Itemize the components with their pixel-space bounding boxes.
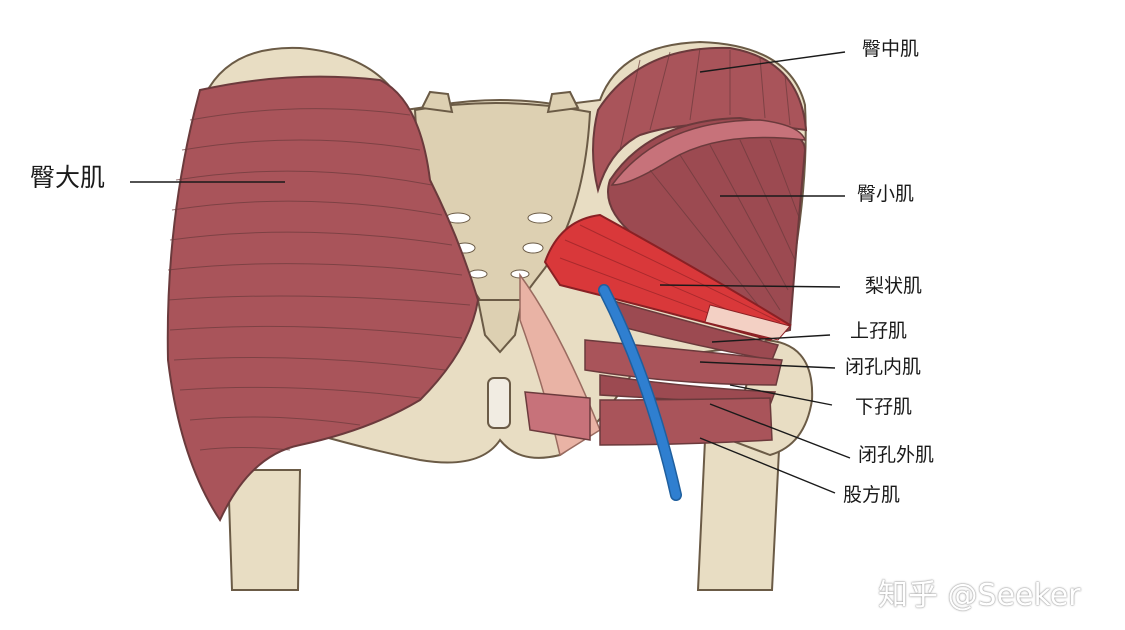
- leader-gluteus-medius: [699, 51, 846, 73]
- label-quadratus-femoris: 股方肌: [843, 484, 901, 506]
- quadratus-femoris-muscle: [599, 397, 773, 446]
- piriformis-tendon: [704, 304, 791, 341]
- sacral-process-right: [546, 90, 580, 114]
- sacral-foramen: [468, 269, 488, 279]
- leader-quadratus-femoris: [699, 437, 836, 494]
- sacral-foramen: [527, 212, 553, 224]
- leader-obturator-internus: [699, 361, 836, 369]
- label-obturator-internus: 闭孔内肌: [845, 356, 922, 378]
- gluteus-maximus-muscle: [166, 75, 480, 523]
- label-gluteus-medius: 臀中肌: [862, 38, 920, 60]
- label-gluteus-minimus: 臀小肌: [857, 183, 915, 205]
- gluteus-minimus-fibers: [649, 139, 801, 321]
- label-piriformis: 梨状肌: [865, 275, 923, 297]
- leader-piriformis: [659, 284, 841, 288]
- gluteus-medius-fibers: [619, 47, 791, 151]
- left-femur: [226, 469, 302, 591]
- piriformis-muscle: [543, 213, 792, 342]
- sacral-foramen: [522, 242, 544, 254]
- label-gluteus-maximus: 臀大肌: [30, 163, 106, 192]
- sacral-process-left: [420, 90, 454, 114]
- obturator-externus-muscle: [524, 391, 591, 441]
- gluteus-minimus-band: [610, 119, 807, 186]
- leader-inferior-gemellus: [729, 384, 833, 406]
- leader-obturator-externus: [709, 403, 851, 459]
- coccyx: [476, 299, 524, 354]
- gluteus-maximus-fibers: [167, 108, 471, 451]
- watermark: 知乎 @Seeker: [878, 578, 1081, 613]
- label-inferior-gemellus: 下孖肌: [855, 396, 913, 418]
- label-obturator-externus: 闭孔外肌: [858, 444, 935, 466]
- blue-vessel-fill: [599, 285, 681, 500]
- pubic-symphysis: [487, 377, 511, 429]
- superior-gemellus-muscle: [609, 298, 780, 361]
- label-superior-gemellus: 上孖肌: [850, 320, 908, 342]
- leader-superior-gemellus: [711, 334, 831, 343]
- leader-lines: [130, 51, 851, 494]
